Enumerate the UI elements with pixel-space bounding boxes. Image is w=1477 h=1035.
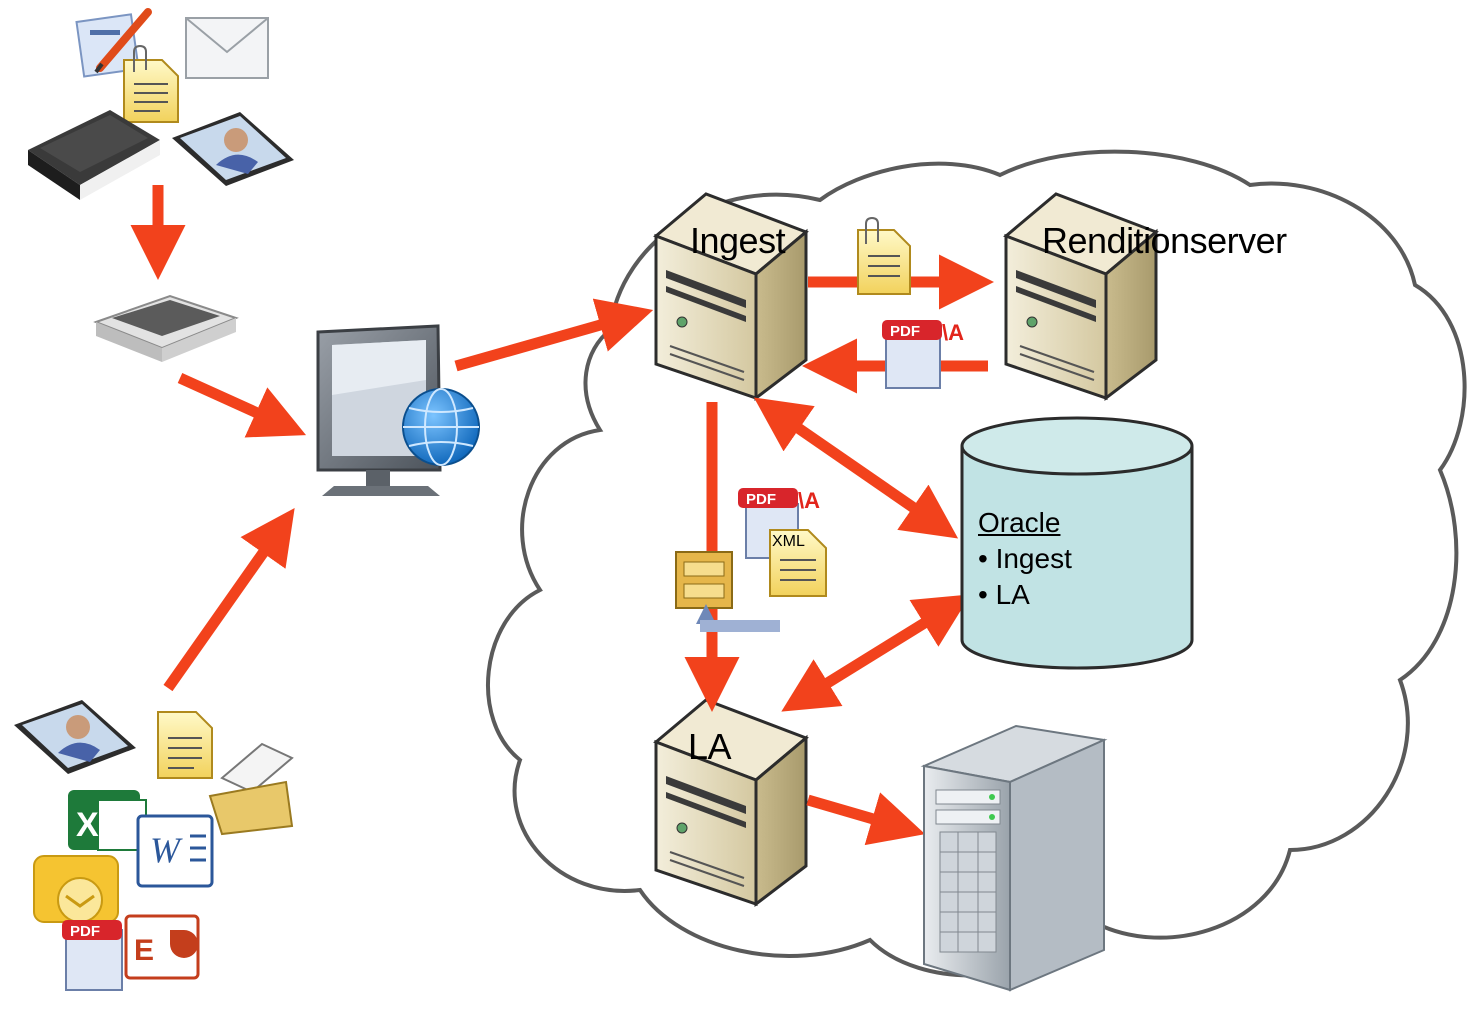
la-server-label: LA <box>688 726 732 767</box>
ingest-server-icon <box>653 192 809 402</box>
rendition-server-icon <box>1003 192 1159 402</box>
pdfa-document-icon: PDF \A <box>882 320 964 389</box>
oracle-database <box>960 416 1194 670</box>
svg-text:E: E <box>134 934 154 967</box>
oracle-database-text: Oracle • Ingest • LA <box>978 505 1072 613</box>
pdf-badge-text: PDF <box>70 923 100 940</box>
ingest-server-label: Ingest <box>690 220 786 261</box>
scanner-icon <box>93 294 239 362</box>
pdf-document-icon-bottom: PDF <box>62 920 123 991</box>
computer-globe-icon <box>316 324 480 496</box>
document-icon-bottom <box>157 711 213 779</box>
pdfa-suffix-text: \A <box>942 320 964 345</box>
pdf-badge-text: PDF <box>746 491 776 508</box>
oracle-title: Oracle <box>978 507 1061 538</box>
pdf-badge-text: PDF <box>890 323 920 340</box>
powerpoint-icon: E <box>124 914 200 980</box>
photo-icon-bottom <box>14 700 136 774</box>
outlook-icon <box>33 855 119 923</box>
rendition-server-label: Renditionserver <box>1042 220 1287 261</box>
archive-icon: PDF \A XML <box>675 488 827 632</box>
arrow-la-to-storage <box>806 792 926 846</box>
pdfa-suffix-text: \A <box>798 488 820 513</box>
binder-icon <box>28 110 160 200</box>
document-icon <box>123 44 179 123</box>
svg-text:X: X <box>76 806 99 844</box>
arrow-scanner-to-computer <box>177 372 307 438</box>
arrow-oracle-la <box>781 594 971 712</box>
folder-icon <box>208 742 294 836</box>
xml-badge-text: XML <box>772 533 805 550</box>
arrow-ingest-oracle <box>753 397 959 539</box>
oracle-item-la: • LA <box>978 579 1030 610</box>
word-icon: W <box>136 814 214 888</box>
excel-icon: X <box>68 790 147 851</box>
arrow-computer-to-ingest <box>454 298 654 372</box>
arrow-apps-to-computer <box>163 508 295 692</box>
envelope-icon <box>185 17 269 79</box>
oracle-item-ingest: • Ingest <box>978 543 1072 574</box>
rack-server-icon <box>920 724 1108 992</box>
photo-icon <box>172 112 294 186</box>
la-server-icon <box>653 698 809 908</box>
document-icon-transfer <box>857 216 911 295</box>
svg-text:W: W <box>150 830 183 870</box>
